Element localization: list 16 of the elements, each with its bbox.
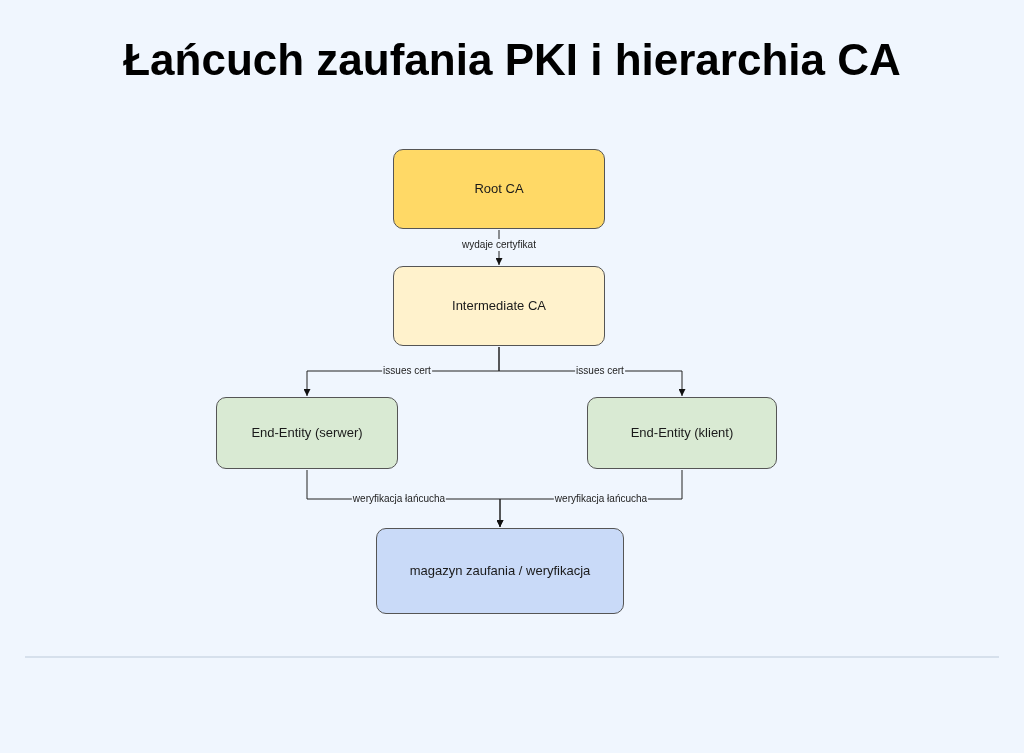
node-label: magazyn zaufania / weryfikacja — [408, 563, 592, 579]
node-label: End-Entity (serwer) — [250, 425, 364, 441]
rounded-box — [393, 266, 605, 346]
node-label: End-Entity (klient) — [629, 425, 735, 441]
rounded-box — [587, 397, 777, 469]
node-label: Intermediate CA — [451, 298, 547, 314]
rounded-box — [216, 397, 398, 469]
title: Łańcuch zaufania PKI i hierarchia CA — [123, 34, 901, 86]
rounded-box — [376, 528, 624, 614]
edge-label: wydaje certyfikat — [461, 239, 537, 251]
edge-label: weryfikacja łańcucha — [351, 493, 447, 505]
node-label: Root CA — [473, 181, 525, 197]
edge-label: weryfikacja łańcucha — [553, 493, 649, 505]
rounded-box — [393, 149, 605, 229]
edge-label: issues cert — [382, 365, 432, 377]
edge-label: issues cert — [575, 365, 625, 377]
